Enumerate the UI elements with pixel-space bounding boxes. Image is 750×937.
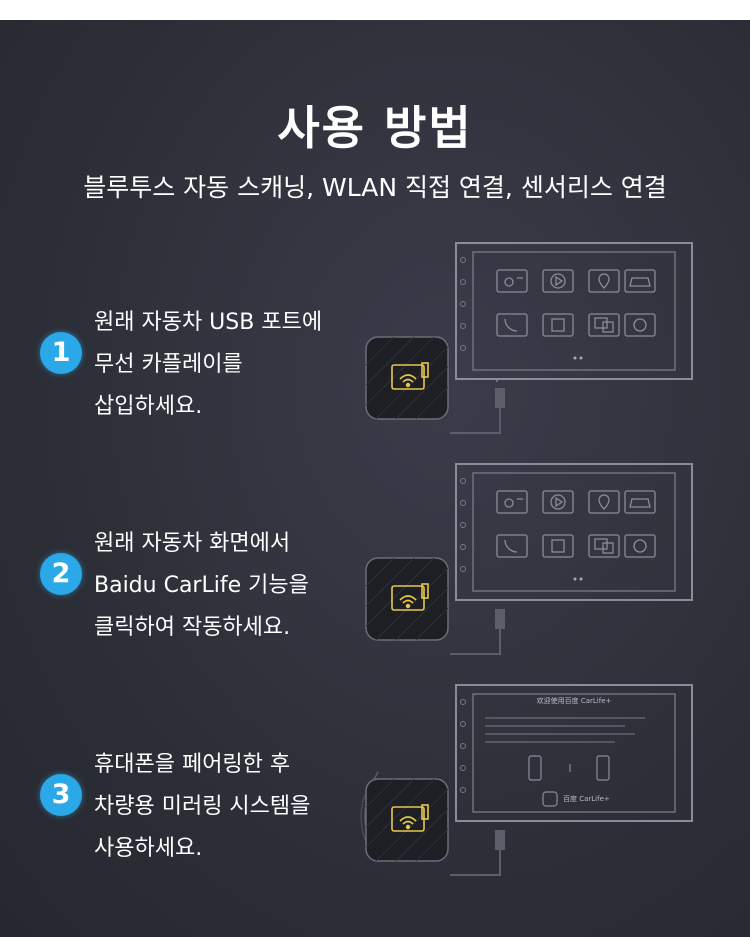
carlife-welcome-heading: 欢迎使用百度 CarLife+ [536, 697, 612, 705]
phone-icon [496, 534, 528, 558]
mirror-icon [588, 313, 620, 337]
wifi-icon [391, 362, 429, 390]
step-number-badge: 3 [40, 774, 82, 816]
radio-icon [496, 269, 528, 293]
step-description: 원래 자동차 USB 포트에 무선 카플레이를 삽입하세요. [94, 310, 323, 419]
step-description: 휴대폰을 페어링한 후 차량용 미러링 시스템을 사용하세요. [94, 752, 311, 861]
car-icon [624, 490, 656, 514]
car-screen [455, 463, 693, 603]
usb-dongle-icon [364, 335, 450, 421]
usb-dongle-icon [364, 556, 450, 642]
phone-icon [496, 313, 528, 337]
usb-cable [450, 388, 505, 434]
voice-icon [624, 313, 656, 337]
app-icon [542, 313, 574, 337]
step-2: 2 원래 자동차 화면에서 Baidu CarLife 기능을 클릭하여 작동하… [0, 463, 750, 683]
usb-cable [450, 609, 505, 655]
step-number-badge: 1 [40, 332, 82, 374]
wifi-icon [391, 804, 429, 832]
app-icon [542, 534, 574, 558]
map-icon [588, 269, 620, 293]
carlife-screen: 欢迎使用百度 CarLife+ 百度 CarLife+ [455, 684, 693, 824]
map-icon [588, 490, 620, 514]
mirror-icon [588, 534, 620, 558]
voice-icon [624, 534, 656, 558]
car-icon [624, 269, 656, 293]
carlife-brand-label: 百度 CarLife+ [563, 795, 610, 803]
how-to-use-panel: 사용 방법 블루투스 자동 스캐닝, WLAN 직접 연결, 센서리스 연결 1… [0, 20, 750, 937]
page-subtitle: 블루투스 자동 스캐닝, WLAN 직접 연결, 센서리스 연결 [83, 173, 667, 202]
wifi-icon [391, 583, 429, 611]
play-icon [542, 269, 574, 293]
radio-icon [496, 490, 528, 514]
page-title: 사용 방법 [277, 101, 473, 155]
step-1: 1 원래 자동차 USB 포트에 무선 카플레이를 삽입하세요. [0, 242, 750, 462]
car-screen [455, 242, 693, 382]
step-number-badge: 2 [40, 553, 82, 595]
usb-dongle-icon [364, 777, 450, 863]
usb-cable [450, 830, 505, 876]
step-description: 원래 자동차 화면에서 Baidu CarLife 기능을 클릭하여 작동하세요… [94, 531, 309, 640]
step-3: 3 휴대폰을 페어링한 후 차량용 미러링 시스템을 사용하세요. 欢迎使用百度… [0, 684, 750, 904]
play-icon [542, 490, 574, 514]
